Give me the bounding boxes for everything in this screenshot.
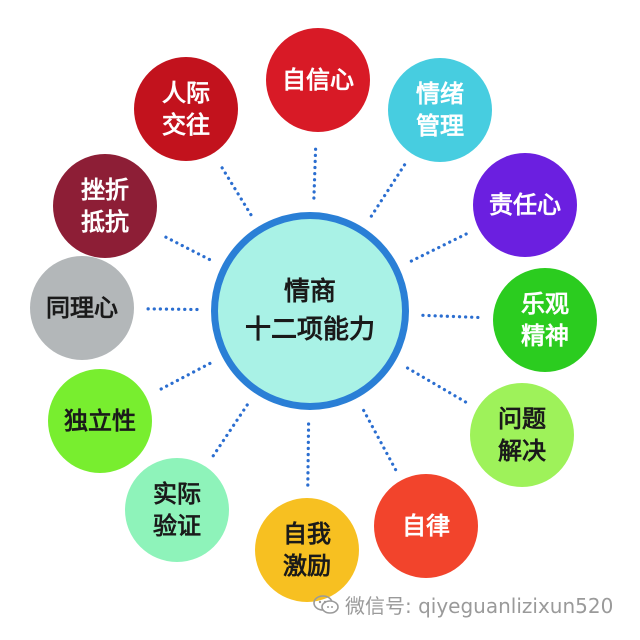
node-label-emotion-management-line-1: 情绪 [416,80,464,108]
node-label-responsibility-line-1: 责任心 [489,191,561,219]
node-label-self-motivation-line-1: 自我 [283,520,331,548]
node-label-optimism-line-1: 乐观 [521,290,569,318]
node-label-self-motivation-line-2: 激励 [283,552,331,580]
node-label-independence-line-1: 独立性 [64,407,136,435]
node-empathy: 同理心 [30,256,134,360]
watermark-text: 微信号: qiyeguanlizixun520 [345,594,614,618]
connector-self-confidence [312,142,318,200]
connector-independence [155,361,212,393]
connector-optimism [421,313,483,320]
node-label-problem-solving-line-1: 问题 [498,405,546,433]
center-label-line-2: 十二项能力 [244,315,375,345]
center-circle: 情商 十二项能力 [211,212,409,410]
node-self-confidence: 自信心 [266,28,370,132]
node-frustration-resistance: 挫折抵抗 [53,154,157,258]
node-label-practical-verification-line-2: 验证 [153,512,201,540]
connector-empathy [144,307,199,312]
node-problem-solving: 问题解决 [470,383,574,487]
node-responsibility: 责任心 [473,153,577,257]
center-label-line-1: 情商 [283,277,336,307]
connector-emotion-management [369,162,407,218]
node-label-optimism-line-2: 精神 [521,322,569,350]
node-interpersonal: 人际交往 [134,57,238,161]
node-label-practical-verification-line-1: 实际 [153,480,201,508]
node-label-frustration-resistance-line-1: 挫折 [81,176,129,204]
node-label-frustration-resistance-line-2: 抵抗 [81,208,129,236]
connector-responsibility [409,231,470,263]
node-label-problem-solving-line-2: 解决 [498,437,546,465]
connector-problem-solving [405,366,469,405]
node-label-interpersonal-line-2: 交往 [162,111,210,139]
node-label-self-confidence-line-1: 自信心 [282,66,354,94]
connector-frustration-resistance [160,233,212,262]
wechat-watermark: 微信号: qiyeguanlizixun520 [313,590,613,619]
connector-self-motivation [306,422,311,488]
node-label-emotion-management-line-2: 管理 [416,112,464,140]
wechat-icon [313,594,339,615]
node-self-motivation: 自我激励 [255,498,359,602]
node-optimism: 乐观精神 [493,268,597,372]
node-label-interpersonal-line-1: 人际 [162,79,210,107]
node-independence: 独立性 [48,369,152,473]
connector-self-discipline [362,408,398,472]
connector-practical-verification [210,403,249,459]
node-self-discipline: 自律 [374,474,478,578]
node-practical-verification: 实际验证 [125,458,229,562]
connector-interpersonal [217,161,253,217]
node-emotion-management: 情绪管理 [388,58,492,162]
node-label-self-discipline-line-1: 自律 [402,512,450,540]
node-label-empathy-line-1: 同理心 [46,294,118,322]
